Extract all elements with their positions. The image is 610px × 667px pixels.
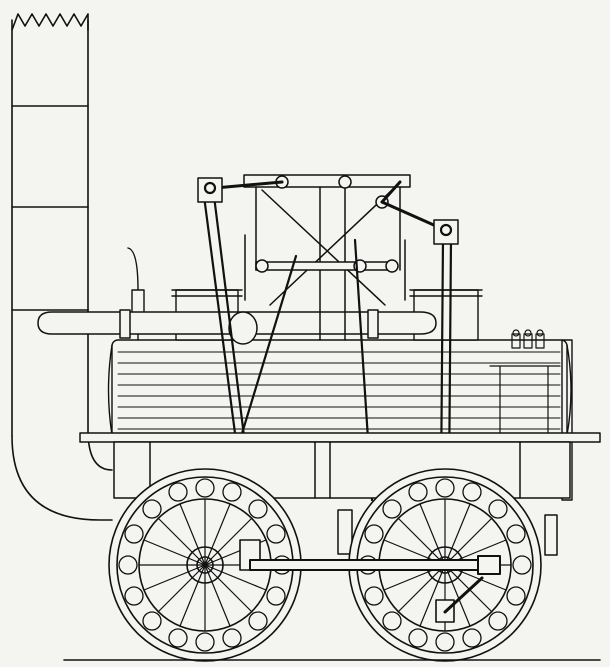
top-crosshead-bar [243,174,411,188]
front-wheel [108,468,302,662]
boiler-fittings [511,329,545,349]
boiler-rear-cap [566,344,572,436]
valve-rod-front [238,254,298,442]
chimney [11,13,113,521]
coupling-rod [249,555,501,575]
beam-frame [213,174,447,341]
chimney-elbow-outer [11,435,113,521]
chimney-zigzag-crown [11,13,89,31]
boiler-barrel [111,339,568,441]
boiler-front-cap [107,344,113,436]
boiler-rear-plate [561,339,573,501]
front-wheel-spokes [138,498,272,632]
steam-pipe [37,309,437,345]
chimney-elbow-inner [87,309,113,471]
regulator-dome [228,311,258,345]
boiler-lagging [117,351,561,430]
chassis-rail [79,432,601,443]
rear-wheel-holes [358,478,532,652]
